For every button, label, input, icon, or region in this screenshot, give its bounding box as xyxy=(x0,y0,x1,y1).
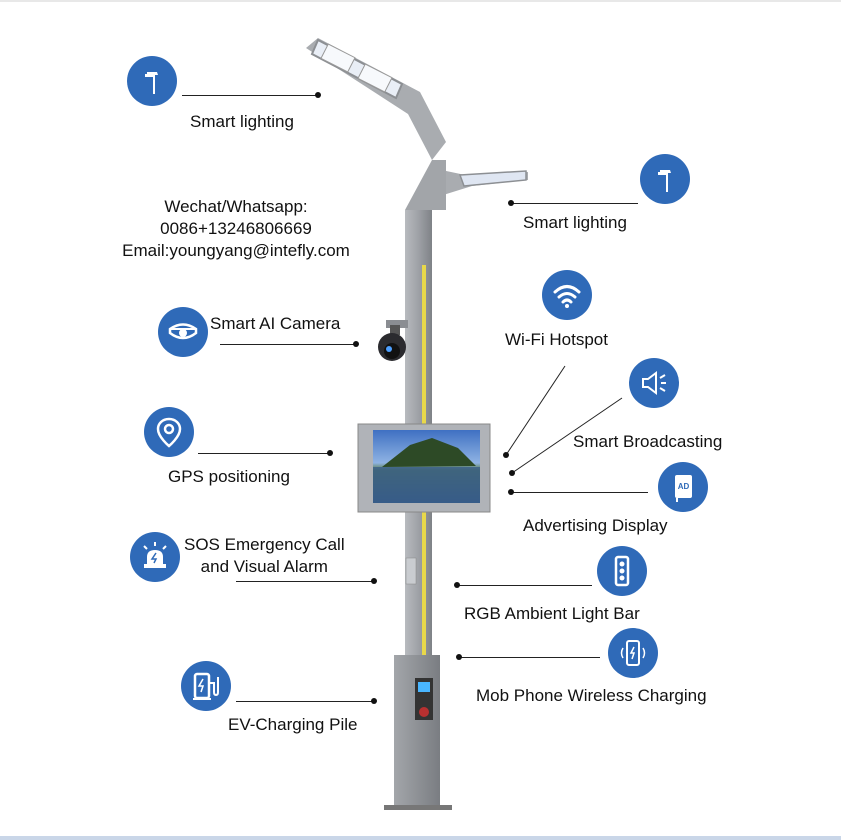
label-sos-line1: SOS Emergency Call xyxy=(184,535,345,554)
lamp-arm-lower xyxy=(432,168,528,196)
contact-wechat-label: Wechat/Whatsapp: xyxy=(164,197,308,216)
label-sos-emergency: SOS Emergency Call and Visual Alarm xyxy=(184,534,345,578)
connector-rgb-light-bar xyxy=(458,585,592,586)
connector-dot xyxy=(315,92,321,98)
wifi-icon xyxy=(542,270,592,320)
sos-button-panel xyxy=(405,557,417,585)
connector-advertising xyxy=(512,492,648,493)
contact-email: Email:youngyang@intefly.com xyxy=(122,241,350,260)
connector-dot xyxy=(454,582,460,588)
connector-wireless-charging xyxy=(460,657,600,658)
connector-ev-charging xyxy=(236,701,374,702)
bottom-border xyxy=(0,836,841,840)
siren-alarm-icon xyxy=(130,532,180,582)
label-rgb-ambient-light-bar: RGB Ambient Light Bar xyxy=(464,604,640,623)
label-wireless-charging: Mob Phone Wireless Charging xyxy=(476,686,707,705)
label-sos-line2: and Visual Alarm xyxy=(200,557,328,576)
light-bar-icon xyxy=(597,546,647,596)
label-ev-charging-pile: EV-Charging Pile xyxy=(228,715,358,734)
label-advertising-display: Advertising Display xyxy=(523,516,668,535)
wireless-phone-charging-icon xyxy=(608,628,658,678)
label-smart-ai-camera: Smart AI Camera xyxy=(210,314,341,333)
label-smart-broadcasting: Smart Broadcasting xyxy=(573,432,723,451)
lamp-arm-upper xyxy=(306,38,446,160)
street-lamp-icon xyxy=(127,56,177,106)
pole-joint xyxy=(405,160,446,210)
ai-camera xyxy=(378,320,408,361)
top-border xyxy=(0,0,841,2)
connector-smart-lighting-left xyxy=(182,95,318,96)
connector-dot xyxy=(456,654,462,660)
contact-info: Wechat/Whatsapp: 0086+13246806669 Email:… xyxy=(100,196,372,262)
ad-display-icon: AD xyxy=(658,462,708,512)
advertising-screen xyxy=(357,423,491,513)
charging-base xyxy=(384,655,452,810)
dome-camera-icon xyxy=(158,307,208,357)
label-gps-positioning: GPS positioning xyxy=(168,467,290,486)
connector-smart-ai-camera xyxy=(220,344,356,345)
speaker-icon xyxy=(629,358,679,408)
connector-sos xyxy=(236,581,374,582)
label-smart-lighting-right: Smart lighting xyxy=(523,213,627,232)
connector-gps xyxy=(198,453,330,454)
connector-dot xyxy=(327,450,333,456)
location-pin-icon xyxy=(144,407,194,457)
ad-icon-text: AD xyxy=(677,482,690,491)
ev-charger-icon xyxy=(181,661,231,711)
connector-dot xyxy=(371,698,377,704)
label-smart-lighting-left: Smart lighting xyxy=(190,112,294,131)
street-lamp-icon xyxy=(640,154,690,204)
connector-dot xyxy=(508,200,514,206)
connector-dot xyxy=(353,341,359,347)
contact-phone: 0086+13246806669 xyxy=(160,219,312,238)
connector-dot xyxy=(371,578,377,584)
label-wifi-hotspot: Wi-Fi Hotspot xyxy=(505,330,608,349)
connector-smart-lighting-right xyxy=(512,203,638,204)
connector-dot xyxy=(508,489,514,495)
